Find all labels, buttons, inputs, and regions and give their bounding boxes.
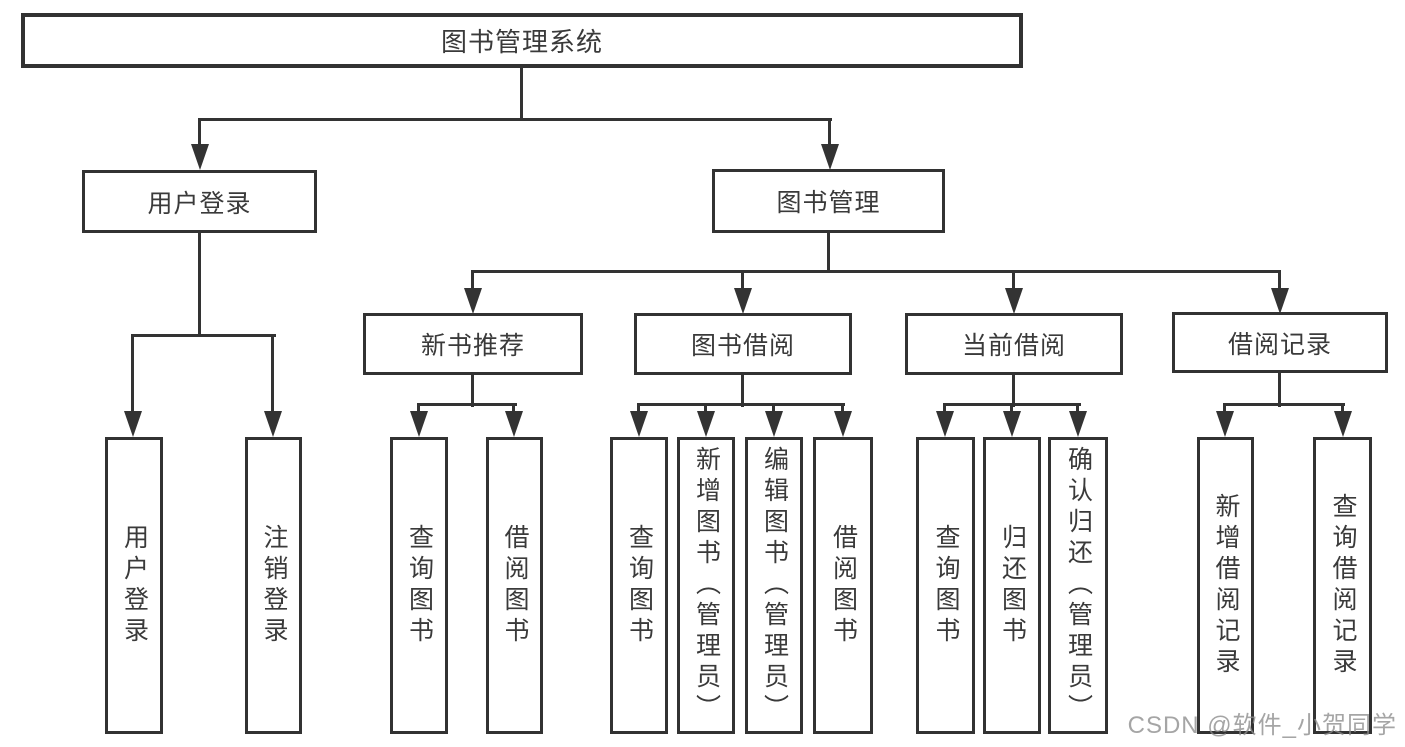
node-leaf-recommend-borrow-books: 借阅图书 <box>486 437 543 734</box>
arrowhead-down-icon <box>1005 288 1023 314</box>
arrowhead-down-icon <box>765 411 783 437</box>
connector-line <box>772 403 775 413</box>
connector-line <box>1012 270 1015 290</box>
csdn-watermark: CSDN @软件_小贺同学 <box>1127 712 1397 739</box>
arrowhead-down-icon <box>734 288 752 314</box>
connector-line <box>637 403 640 413</box>
arrowhead-down-icon <box>1003 411 1021 437</box>
node-leaf-borrow-query-books: 查询图书 <box>610 437 668 734</box>
connector-line <box>417 403 517 406</box>
connector-line <box>827 231 830 273</box>
connector-line <box>471 270 474 290</box>
node-leaf-return-books: 归还图书 <box>983 437 1041 734</box>
arrowhead-down-icon <box>630 411 648 437</box>
node-leaf-confirm-return-admin: 确认归还（管理员） <box>1048 437 1108 734</box>
arrowhead-down-icon <box>505 411 523 437</box>
connector-line <box>1223 403 1226 413</box>
connector-line <box>943 403 946 413</box>
node-leaf-edit-books-admin: 编辑图书（管理员） <box>745 437 803 734</box>
connector-line <box>198 231 201 337</box>
connector-line <box>520 66 523 120</box>
node-book-borrowing: 图书借阅 <box>634 313 852 375</box>
connector-line <box>741 373 744 407</box>
arrowhead-down-icon <box>936 411 954 437</box>
connector-line <box>841 403 844 413</box>
connector-line <box>512 403 515 413</box>
arrowhead-down-icon <box>464 288 482 314</box>
arrowhead-down-icon <box>124 411 142 437</box>
connector-line <box>828 118 831 146</box>
node-user-login: 用户登录 <box>82 170 317 233</box>
connector-line <box>1010 403 1013 413</box>
node-leaf-recommend-query-books: 查询图书 <box>390 437 448 734</box>
connector-line <box>741 270 744 290</box>
connector-line <box>1076 403 1079 413</box>
connector-line <box>637 403 845 406</box>
node-library-system: 图书管理系统 <box>21 13 1023 68</box>
connector-line <box>1341 403 1344 413</box>
node-leaf-query-borrow-record: 查询借阅记录 <box>1313 437 1372 734</box>
arrowhead-down-icon <box>1216 411 1234 437</box>
connector-line <box>271 334 274 412</box>
arrowhead-down-icon <box>410 411 428 437</box>
arrowhead-down-icon <box>1069 411 1087 437</box>
arrowhead-down-icon <box>1271 288 1289 314</box>
connector-line <box>1278 270 1281 290</box>
arrowhead-down-icon <box>191 144 209 170</box>
connector-line <box>198 118 201 146</box>
node-leaf-add-books-admin: 新增图书（管理员） <box>677 437 735 734</box>
node-borrow-records: 借阅记录 <box>1172 312 1388 373</box>
node-leaf-add-borrow-record: 新增借阅记录 <box>1197 437 1254 734</box>
node-leaf-current-query-books: 查询图书 <box>916 437 975 734</box>
connector-line <box>1278 371 1281 407</box>
arrowhead-down-icon <box>834 411 852 437</box>
node-new-book-recommend: 新书推荐 <box>363 313 583 375</box>
node-current-borrowing: 当前借阅 <box>905 313 1123 375</box>
connector-line <box>198 118 832 121</box>
connector-line <box>131 334 134 412</box>
connector-line <box>471 373 474 407</box>
connector-line <box>471 270 1281 273</box>
node-leaf-logout: 注销登录 <box>245 437 302 734</box>
connector-line <box>131 334 276 337</box>
connector-line <box>1012 373 1015 407</box>
connector-line <box>704 403 707 413</box>
node-leaf-user-login: 用户登录 <box>105 437 163 734</box>
connector-line <box>1223 403 1345 406</box>
node-leaf-borrow-books: 借阅图书 <box>813 437 873 734</box>
arrowhead-down-icon <box>264 411 282 437</box>
arrowhead-down-icon <box>821 144 839 170</box>
node-book-management: 图书管理 <box>712 169 945 233</box>
arrowhead-down-icon <box>697 411 715 437</box>
arrowhead-down-icon <box>1334 411 1352 437</box>
connector-line <box>417 403 420 413</box>
